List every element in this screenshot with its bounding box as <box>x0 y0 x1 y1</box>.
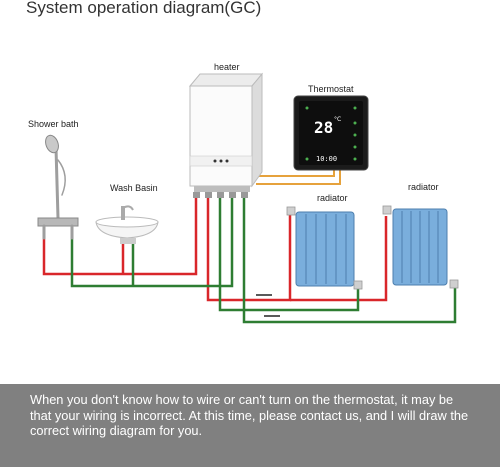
radiator-hot-feed <box>206 197 292 302</box>
thermostat-wires <box>249 170 341 185</box>
wire <box>249 170 335 180</box>
wire <box>256 170 341 185</box>
radiator-1 <box>286 206 363 290</box>
shower-hot-pipe <box>42 197 198 276</box>
page-title: System operation diagram(GC) <box>26 0 262 17</box>
shower-cold-pipe <box>70 197 234 288</box>
radiator-1-label: radiator <box>317 193 348 203</box>
cold-water-pipes <box>70 197 457 324</box>
thermostat-label: Thermostat <box>308 84 354 94</box>
thermostat-unit: °C <box>334 116 341 123</box>
shower-label: Shower bath <box>28 119 79 129</box>
radiator2-return-pipe <box>242 197 457 324</box>
thermostat-time: 10:00 <box>316 155 337 163</box>
system-diagram: 28 °C 10:00 <box>37 72 459 324</box>
basin-label: Wash Basin <box>110 183 158 193</box>
radiator-return-pipe <box>218 197 360 312</box>
radiator2-hot-feed <box>290 216 388 302</box>
hot-water-pipes <box>42 197 388 302</box>
heater-label: heater <box>214 62 240 72</box>
thermostat-temperature: 28 <box>314 118 333 137</box>
footer-text: When you don't know how to wire or can't… <box>30 392 469 439</box>
footer-banner <box>0 384 500 467</box>
radiator-2-label: radiator <box>408 182 439 192</box>
shower-fixture <box>37 134 79 240</box>
wash-basin <box>95 205 159 244</box>
radiator-2 <box>382 205 459 289</box>
heater-boiler <box>188 72 264 198</box>
flow-arrows <box>256 294 280 317</box>
thermostat-device: 28 °C 10:00 <box>293 95 369 171</box>
